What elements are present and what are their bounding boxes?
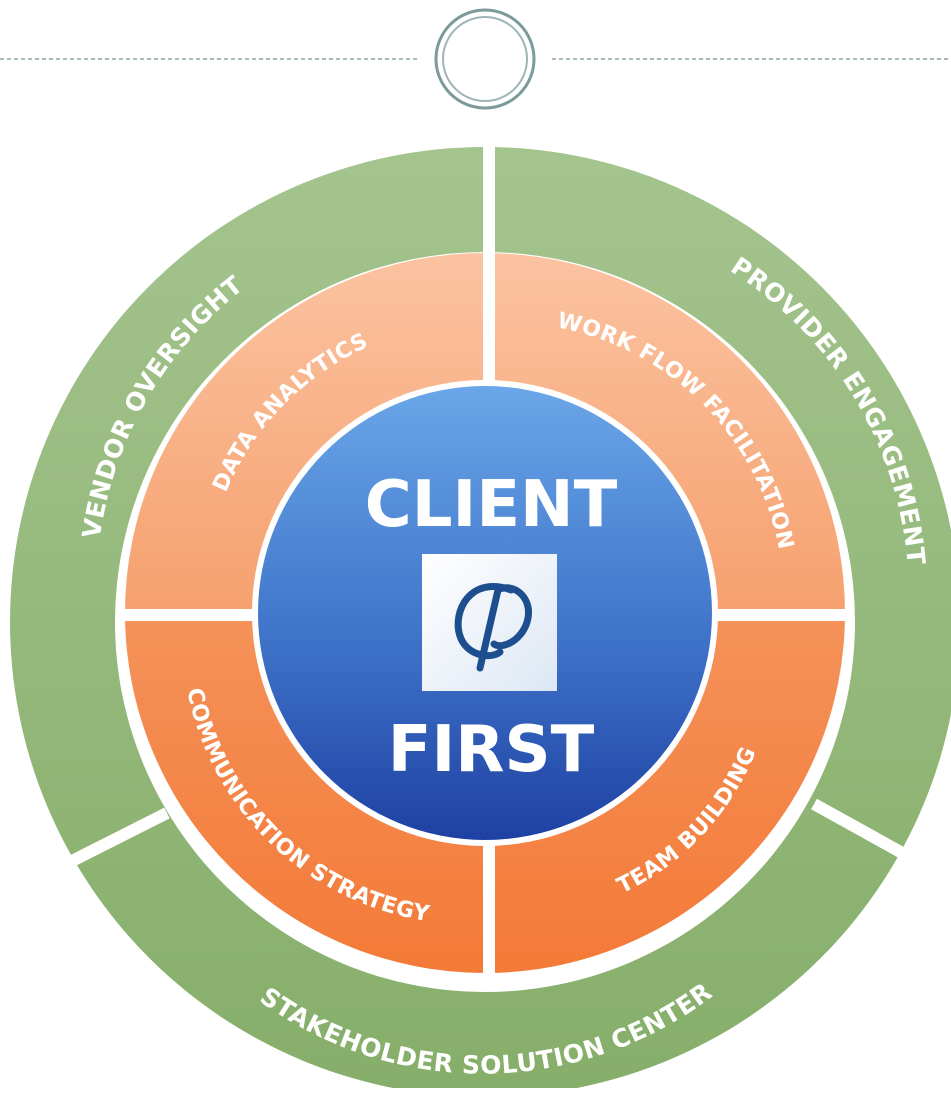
outer-divider-right xyxy=(811,798,951,886)
center-hub: CLIENT FIRST xyxy=(252,380,718,846)
inner-segment-work-flow xyxy=(485,253,845,613)
inner-segment-communication xyxy=(125,613,485,973)
cp-monogram-icon xyxy=(454,583,532,672)
header-decoration xyxy=(0,8,951,110)
center-bottom-word: FIRST xyxy=(388,713,595,787)
header-circle-inner xyxy=(442,16,528,102)
inner-segment-team-building xyxy=(485,613,845,973)
center-top-word: CLIENT xyxy=(365,468,618,542)
outer-divider-left xyxy=(67,807,170,868)
inner-ring xyxy=(118,248,852,980)
inner-segment-data-analytics xyxy=(125,253,485,613)
